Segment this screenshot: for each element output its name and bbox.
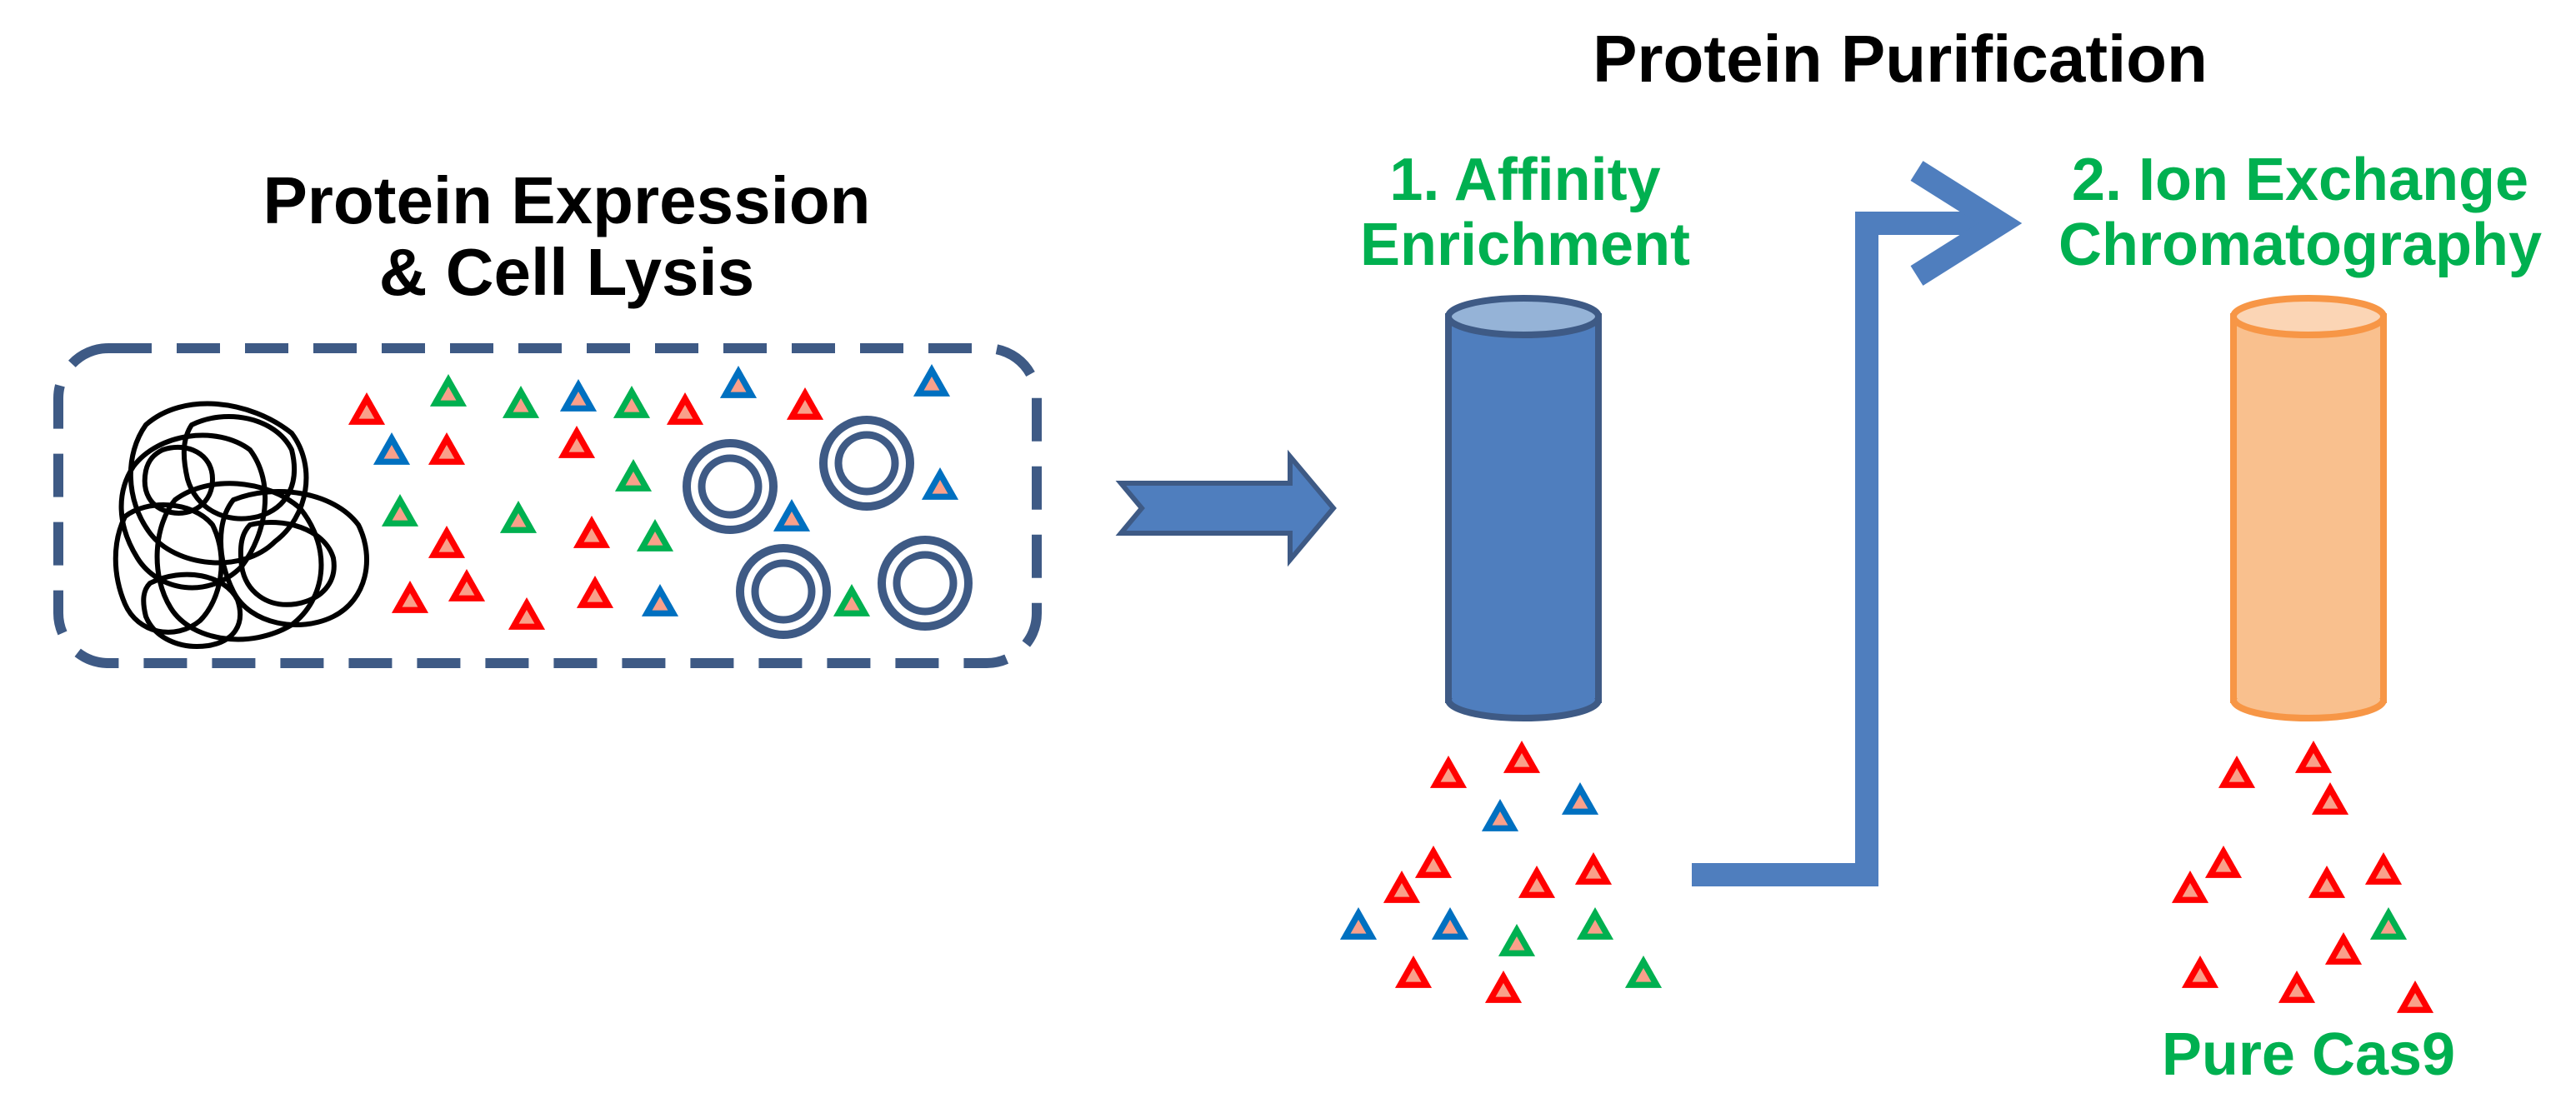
triangle-protein-core [440,387,457,401]
triangle-protein-core [1585,865,1602,879]
affinity-line2: Enrichment [1359,211,1691,278]
lysis-to-column-arrow-icon [1115,449,1337,567]
triangle-protein-core [647,532,663,546]
triangle-protein-core [358,405,375,419]
triangle-protein-core [1513,753,1530,767]
triangle-protein-core [458,581,475,596]
protein-purification-title-text: Protein Purification [1593,22,2208,96]
triangle-protein-core [1528,878,1545,892]
triangle-protein-core [1425,858,1442,872]
affinity-column-icon [1445,295,1602,721]
vesicle-group [683,416,973,639]
triangle-protein-core [2335,945,2352,959]
triangle-protein-core [583,528,600,542]
double-ring-vesicle-icon [736,544,831,639]
triangle-protein-core [623,398,640,412]
triangle-protein-core [2407,993,2423,1007]
pure-cas9-label: Pure Cas9 [2100,1021,2517,1088]
lysate-container [53,343,1042,668]
double-ring-vesicle-icon [834,431,899,496]
double-ring-vesicle-icon [698,454,763,519]
triangle-protein-core [2228,768,2245,782]
triangle-protein-core [2182,883,2198,897]
triangle-protein-core [438,445,455,459]
triangle-protein-core [652,596,668,611]
protein-expression-line2: & Cell Lysis [378,235,755,310]
triangle-protein-core [2305,753,2322,767]
protein-expression-label: Protein Expression & Cell Lysis [150,163,983,310]
double-ring-vesicle-icon [893,551,958,616]
triangle-protein-core [2318,878,2335,892]
triangle-protein-core [1393,883,1410,897]
triangle-protein-core [1350,920,1367,934]
triangle-protein-core [438,538,455,552]
triangle-protein-core [923,377,940,391]
triangle-protein-core [587,588,603,602]
triangle-protein-core [1495,983,1512,997]
triangle-protein-core [1508,936,1525,951]
double-ring-vesicle-icon [683,439,778,534]
triangle-protein-core [2380,920,2397,934]
ion-exchange-label: 2. Ion Exchange Chromatography [2017,147,2576,278]
affinity-to-ion-exchange-arrow-icon [1692,161,2023,886]
triangle-protein-core [730,378,747,392]
triangle-protein-core [510,513,527,527]
triangle-protein-core [625,472,642,486]
ion-exchange-line1: 2. Ion Exchange [2071,147,2529,213]
triangle-protein-core [1635,968,1652,982]
affinity-line1: 1. Affinity [1389,147,1661,213]
double-ring-vesicle-icon [819,416,914,511]
triangle-protein-core [783,512,800,526]
triangle-protein-core [2375,865,2392,879]
tangled-cell-debris-icon [113,401,369,649]
triangle-protein-core [383,445,400,459]
triangle-protein-core [1442,920,1458,934]
triangle-protein-core [402,593,418,607]
protein-purification-title: Protein Purification [1483,22,2317,96]
triangle-protein-core [2288,983,2305,997]
double-ring-vesicle-icon [751,559,816,624]
double-ring-vesicle-icon [878,536,973,631]
triangle-protein-core [677,405,693,419]
ion-exchange-column-icon [2230,295,2387,721]
triangle-protein-core [843,596,860,611]
triangle-protein-core [1405,968,1422,982]
triangle-protein-core [797,400,813,414]
triangle-protein-core [2215,858,2232,872]
triangle-protein-core [513,398,529,412]
triangle-protein-core [2322,795,2338,809]
triangle-protein-core [1587,920,1603,934]
affinity-enrichment-label: 1. Affinity Enrichment [1275,147,1775,278]
triangle-protein-core [2192,968,2208,982]
protein-expression-line1: Protein Expression [263,163,871,237]
triangle-protein-core [1492,811,1508,826]
triangle-protein-core [568,438,585,452]
ion-exchange-line2: Chromatography [2058,211,2543,278]
pure-cas9-text: Pure Cas9 [2161,1021,2456,1088]
triangle-protein-core [1440,768,1457,782]
protein-triangles [348,364,2434,1013]
triangle-protein-core [392,507,408,521]
triangle-protein-core [1572,795,1588,809]
triangle-protein-core [932,480,948,494]
triangle-protein-core [518,610,535,624]
triangle-protein-core [570,392,587,406]
